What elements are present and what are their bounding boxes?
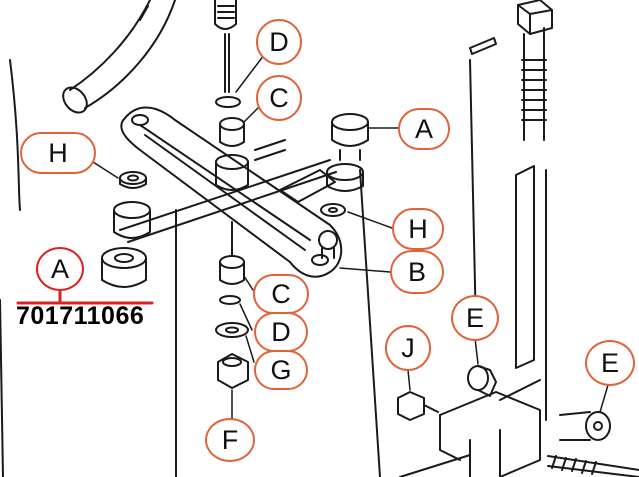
left-washer-h	[119, 171, 147, 189]
callout-e-mid: E	[451, 295, 499, 341]
callout-g: G	[254, 350, 308, 390]
hose	[62, 0, 176, 114]
right-washer-h	[320, 203, 346, 217]
frame-right	[359, 59, 477, 477]
top-washer	[215, 96, 241, 108]
bracket	[399, 391, 541, 477]
highlight-callout-a: A	[36, 247, 84, 291]
lower-washer-g	[215, 322, 249, 338]
callout-d-lower: D	[254, 312, 308, 352]
top-bolt	[214, 0, 237, 93]
callout-j: J	[385, 325, 431, 371]
vertical-rod	[469, 0, 553, 421]
lower-washer-d	[219, 295, 241, 305]
left-lower-bushing	[101, 247, 147, 288]
right-ball-stud	[318, 230, 338, 259]
frame-left	[0, 59, 177, 477]
lower-bushing	[219, 221, 245, 285]
top-bushing	[219, 117, 245, 147]
callout-h-left: H	[20, 132, 96, 174]
callout-h-right: H	[392, 208, 444, 250]
lower-nut	[217, 353, 249, 389]
cross-bar	[119, 159, 337, 243]
part-number-underline	[16, 289, 154, 305]
callout-f: F	[205, 418, 255, 462]
part-number: 701711066	[16, 302, 145, 330]
callout-c-top: C	[256, 75, 302, 121]
j-nut	[397, 391, 439, 421]
leader-lines	[92, 54, 609, 421]
callout-e-right: E	[585, 340, 635, 386]
callout-c-lower: C	[253, 274, 309, 314]
link-bar	[120, 106, 343, 278]
callout-a-right: A	[398, 108, 450, 150]
callout-b-right: B	[390, 250, 444, 294]
threaded-rod	[547, 455, 639, 477]
left-bushing	[113, 201, 151, 239]
center-pivot	[215, 139, 286, 191]
callout-d-top: D	[256, 19, 302, 65]
e-bushing-mid	[467, 365, 497, 397]
e-bushing-right	[559, 411, 611, 441]
right-knob	[326, 113, 369, 192]
